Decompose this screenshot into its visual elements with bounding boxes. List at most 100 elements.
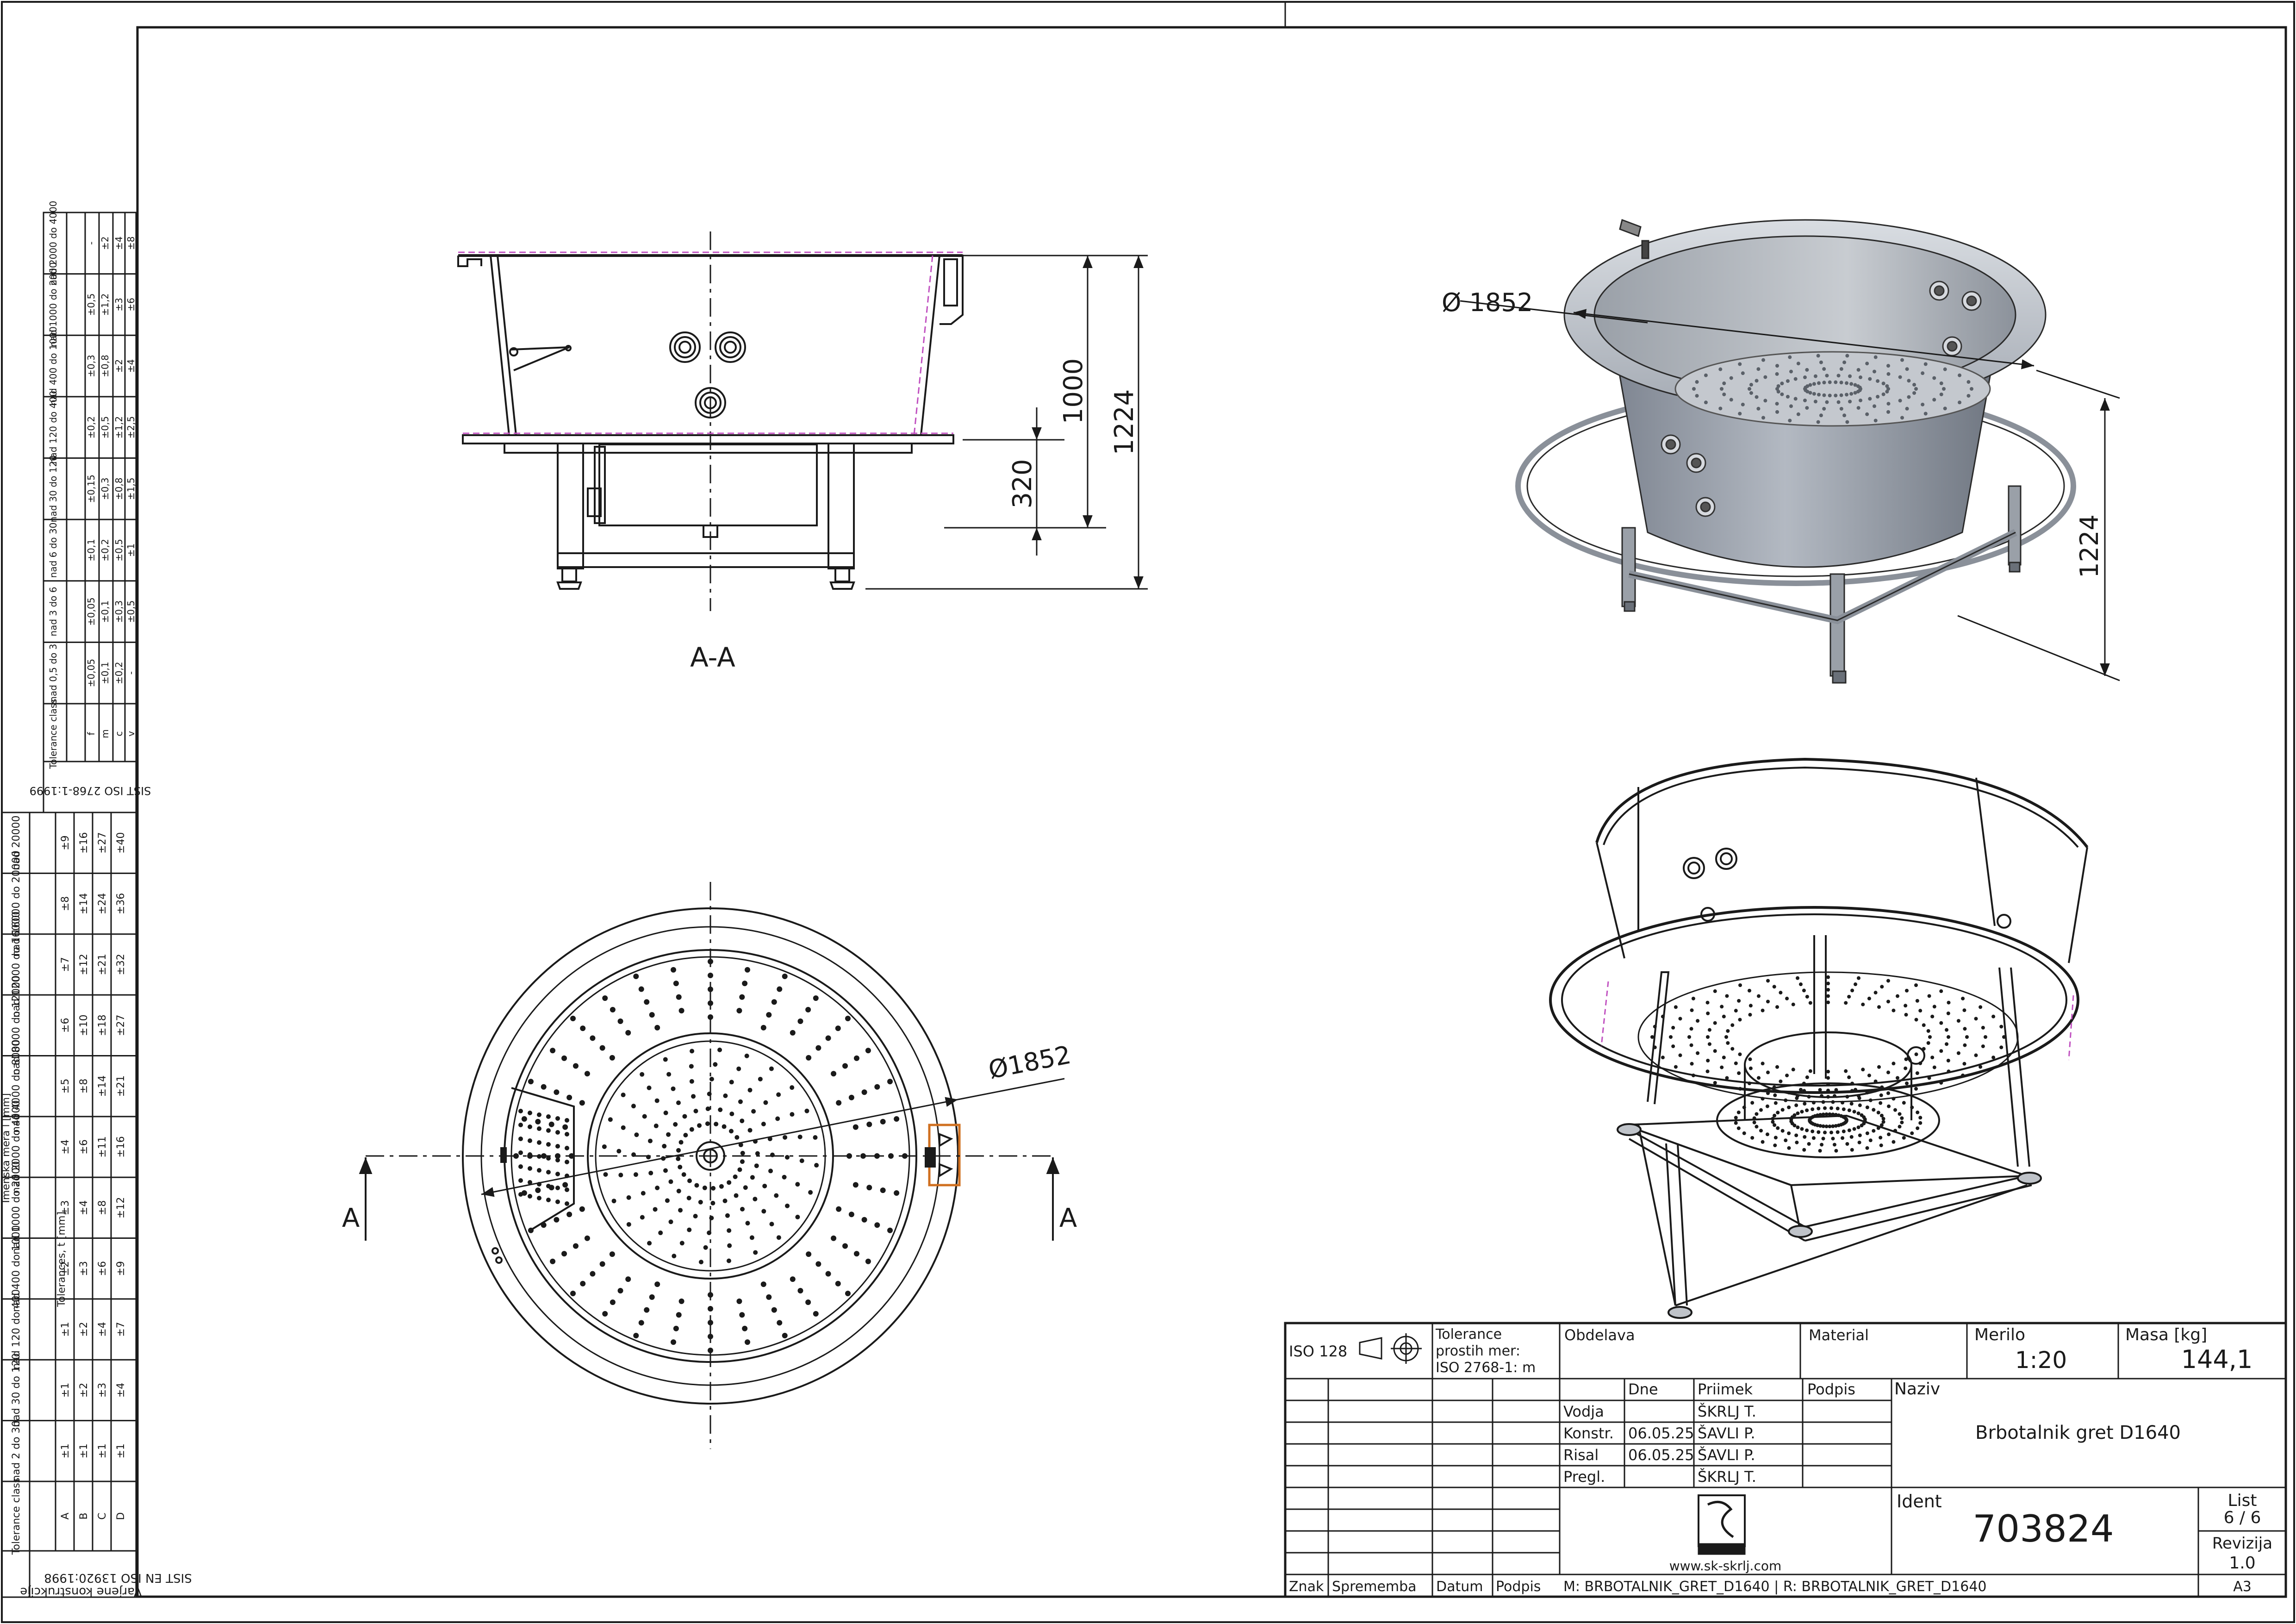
section-dimensions [865, 255, 1148, 590]
weld-range: nad 2 do 30 [11, 1420, 22, 1481]
weld-class: D [115, 1512, 127, 1520]
naziv-label: Naziv [1894, 1380, 1940, 1399]
side-nozzles [669, 331, 746, 418]
person-name: ŠAVLI P. [1698, 1424, 1755, 1442]
section-marker-right: A [1059, 1203, 1077, 1233]
weld-value: ±1 [60, 1383, 71, 1398]
weld-value: ±12 [78, 954, 90, 975]
general-range: nad 30 do 120 [48, 455, 59, 522]
general-value: ±0,2 [113, 662, 124, 684]
weld-value: ±4 [60, 1139, 71, 1154]
weld-class: B [78, 1512, 90, 1519]
tub-wall-left [490, 255, 510, 436]
general-range: nad 2000 do 4000 [48, 201, 59, 286]
general-range: nad 0,5 do 3 [48, 644, 59, 702]
general-standard: SIST ISO 2768-1:1999 [30, 784, 151, 797]
isometric-view-bottom [1549, 757, 2089, 1319]
list-label: List [2228, 1491, 2257, 1510]
tolerance-line-1: Tolerance [1435, 1326, 1502, 1343]
tolerance-line-2: prostih mer: [1436, 1343, 1520, 1359]
general-value: ±0,8 [100, 355, 111, 377]
weld-value: ±21 [115, 1075, 127, 1097]
weld-value: ±27 [115, 1015, 127, 1036]
weld-value: ±2 [60, 1261, 71, 1276]
general-value: ±4 [113, 237, 124, 250]
rev-header-znak: Znak [1289, 1579, 1324, 1595]
isometric-view-top [1460, 219, 2120, 684]
general-value: ±6 [125, 298, 137, 311]
weld-value: ±40 [115, 832, 127, 853]
weld-range: nad 20000 [11, 815, 22, 870]
general-value: ±8 [125, 237, 137, 250]
rev-header-podpis: Podpis [1496, 1579, 1541, 1595]
weld-value: ±8 [97, 1200, 108, 1215]
company-logo [1698, 1494, 1746, 1555]
general-value: ±2,5 [125, 416, 137, 439]
general-value: ±2 [100, 237, 111, 250]
general-value: ±0,3 [86, 355, 97, 377]
tolerance-line-3: ISO 2768-1: m [1436, 1360, 1536, 1376]
general-value: ±0,1 [100, 600, 111, 623]
general-class-header: Tolerance class [48, 699, 59, 769]
general-range: nad 400 do 1000 [48, 326, 59, 406]
weld-range: nad 12000 do 16000 [11, 912, 22, 1018]
person-role: Risal [1563, 1446, 1599, 1464]
weld-range: nad 4000 do 8000 [11, 1039, 22, 1133]
weld-value: ±2 [78, 1383, 90, 1398]
general-range: nad 3 do 6 [48, 587, 59, 637]
weld-range: nad 8000 do 12000 [11, 975, 22, 1075]
general-value: ±0,2 [100, 539, 111, 562]
merilo-value: 1:20 [2015, 1347, 2067, 1374]
general-value: ±3 [113, 298, 124, 311]
rev-header-sprememba: Sprememba [1332, 1579, 1417, 1595]
weld-value: ±1 [97, 1443, 108, 1458]
weld-class: C [97, 1512, 108, 1519]
general-value: - [86, 242, 97, 245]
weld-value: ±3 [60, 1200, 71, 1215]
section-label: A-A [690, 642, 735, 673]
weld-value: ±6 [97, 1261, 108, 1276]
weld-range: nad 120 do 400 [11, 1289, 22, 1370]
person-role: Pregl. [1563, 1468, 1605, 1486]
obdelava-label: Obdelava [1564, 1326, 1635, 1344]
weld-value: ±3 [78, 1261, 90, 1276]
col-dne: Dne [1628, 1380, 1658, 1398]
weld-value: ±9 [60, 835, 71, 850]
general-value: ±0,5 [125, 600, 137, 623]
weld-value: ±4 [78, 1200, 90, 1215]
general-value: ±0,1 [100, 662, 111, 684]
person-name: ŠAVLI P. [1698, 1446, 1755, 1464]
website: www.sk-skrlj.com [1669, 1558, 1782, 1574]
general-range: nad 1000 do 2000 [48, 262, 59, 347]
projection-symbol-icon [1359, 1333, 1422, 1364]
general-value: ±0,5 [86, 294, 97, 316]
general-value: ±0,05 [86, 597, 97, 625]
general-value: ±1,2 [113, 416, 124, 439]
person-role: Konstr. [1563, 1424, 1614, 1442]
weld-value: ±16 [115, 1136, 127, 1157]
general-table-text: nad 0,5 do 3±0,05±0,1±0,2-nad 3 do 6±0,0… [30, 201, 151, 797]
dim-iso-height: 1224 [2075, 514, 2104, 578]
weld-value: ±18 [97, 1015, 108, 1036]
weld-value: ±32 [115, 954, 127, 975]
weld-value: ±8 [78, 1079, 90, 1093]
general-value: ±2 [113, 359, 124, 373]
model-path: M: BRBOTALNIK_GRET_D1640 | R: BRBOTALNIK… [1563, 1579, 1987, 1595]
general-value: ±1,2 [100, 294, 111, 316]
person-date: 06.05.25 [1628, 1446, 1694, 1464]
support-frame-section [504, 443, 913, 590]
weld-value: ±1 [78, 1443, 90, 1458]
ident-label: Ident [1897, 1491, 1942, 1512]
person-date: 06.05.25 [1628, 1424, 1694, 1442]
masa-label: Masa [kg] [2125, 1325, 2207, 1344]
naziv-value: Brbotalnik gret D1640 [1975, 1422, 2181, 1443]
weld-range: nad 400 do 1000 [11, 1225, 22, 1312]
masa-value: 144,1 [2181, 1345, 2253, 1374]
tub-wall-right [920, 255, 940, 436]
weld-nominal-header: Imenska mera l [mm] [0, 1093, 12, 1203]
weld-class: A [60, 1512, 71, 1519]
weld-value: ±27 [97, 832, 108, 853]
general-value: ±0,5 [100, 416, 111, 439]
